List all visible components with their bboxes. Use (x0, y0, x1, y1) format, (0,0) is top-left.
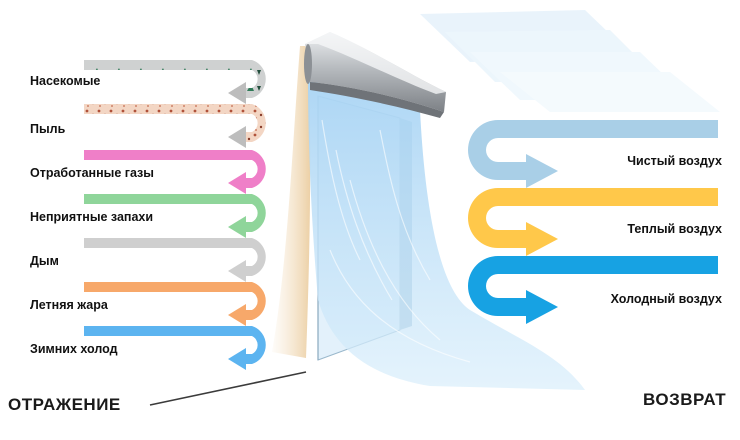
air-curtain-unit (304, 32, 446, 118)
reflected-label-summer-heat: Летняя жара (30, 298, 108, 312)
returned-label-warm-air: Теплый воздух (627, 222, 722, 236)
reflected-arrow-5 (84, 238, 266, 282)
reflected-arrow-2 (84, 104, 266, 148)
reflected-label-exhaust: Отработанные газы (30, 166, 154, 180)
curtain-flow-lines (321, 119, 471, 363)
air-curtain-flow (308, 80, 585, 390)
reflected-label-insects: Насекомые (30, 74, 101, 88)
returned-arrow-2 (468, 188, 718, 256)
return-title: ВОЗВРАТ (643, 390, 727, 409)
reflected-flow-arrows (84, 60, 266, 370)
reflected-label-odors: Неприятные запахи (30, 210, 154, 224)
reflection-title: ОТРАЖЕНИЕ (8, 395, 121, 414)
returned-label-clean-air: Чистый воздух (627, 154, 722, 168)
reflected-label-smoke: Дым (30, 254, 59, 268)
returned-arrow-1 (468, 120, 718, 188)
returned-label-cold-air: Холодный воздух (610, 292, 722, 306)
reflected-label-dust: Пыль (30, 122, 66, 136)
returned-arrow-3 (468, 256, 718, 324)
background-airflow-streams (420, 10, 720, 112)
reflected-arrow-3 (84, 150, 266, 194)
reflected-label-winter-cold: Зимних холод (30, 342, 118, 356)
reflected-air-sheet (272, 46, 311, 358)
reflected-arrow-7 (84, 326, 266, 370)
returned-flow-arrows (468, 120, 718, 324)
reflected-arrow-4 (84, 194, 266, 238)
reflected-arrow-6 (84, 282, 266, 326)
reflected-arrow-1 (84, 60, 266, 104)
floor-line (149, 371, 307, 406)
